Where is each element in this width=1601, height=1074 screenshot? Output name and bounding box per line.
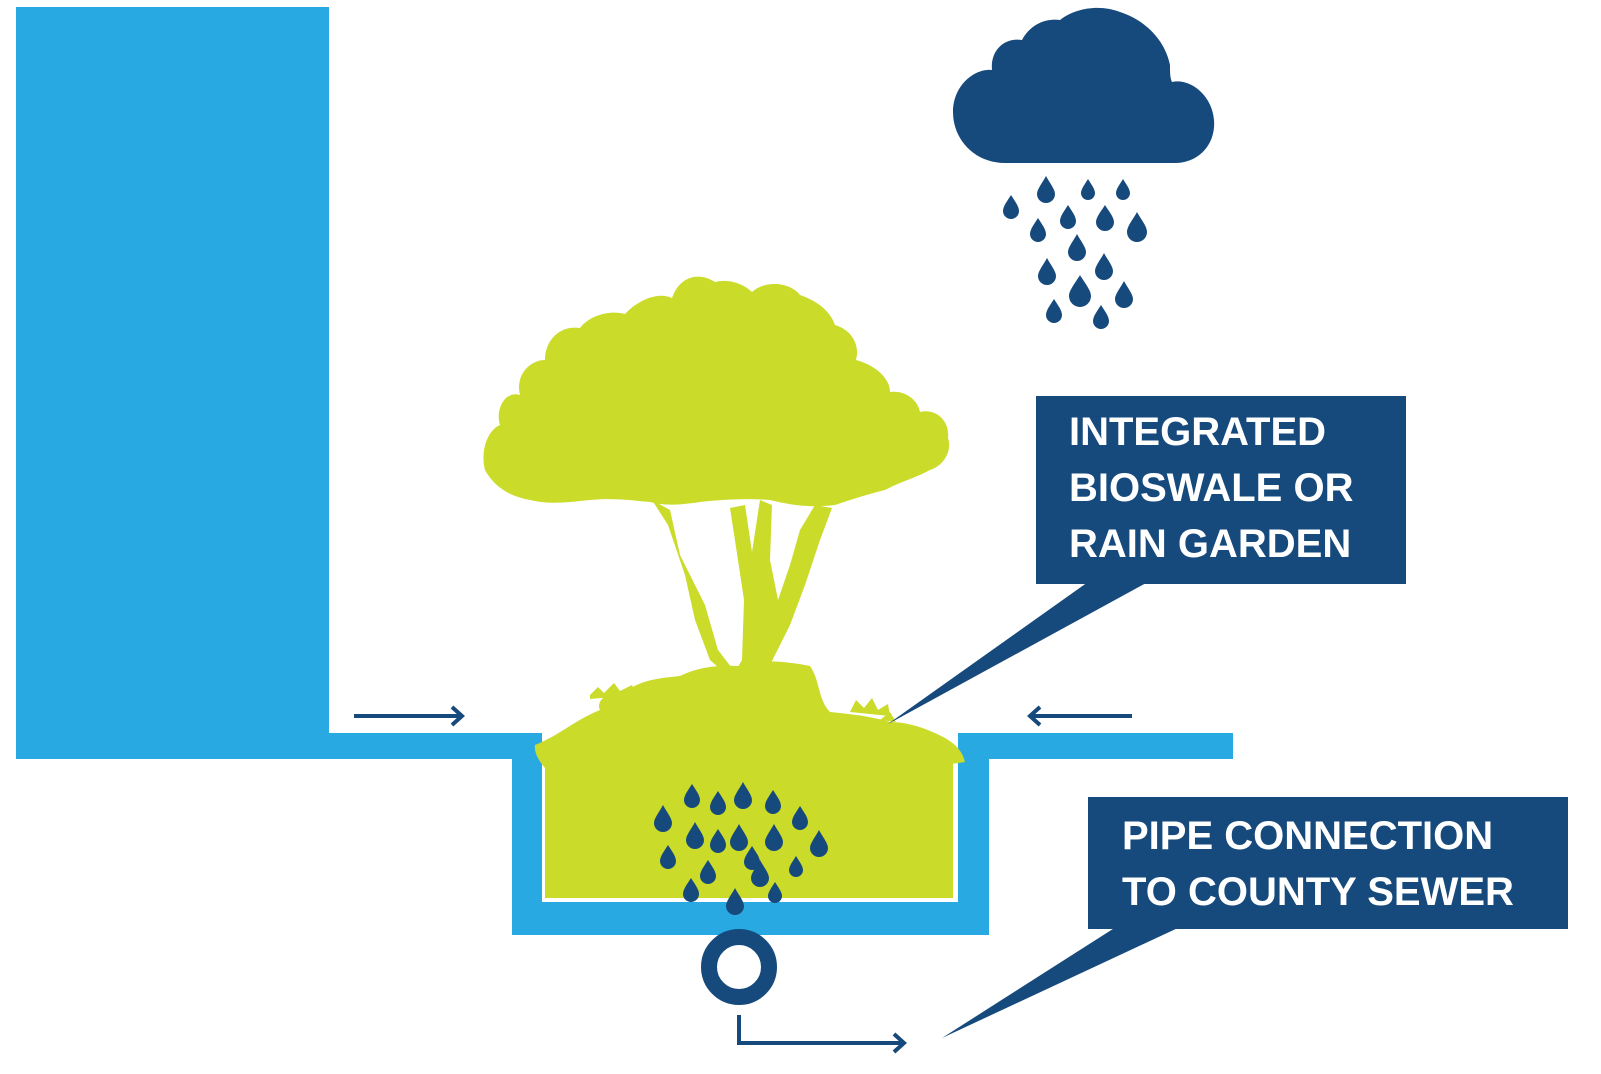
callout-bioswale-line-2: BIOSWALE OR [1069,466,1354,510]
callout-pipe-box [1088,797,1568,929]
tree-canopy [483,276,950,507]
ground-strip-left [16,733,512,759]
pipe-outflow-arrow [737,1015,907,1054]
svg-text:PIPE CONNECTION TO COUNT: PIPE CONNECTION TO COUNTY SEWER [1122,814,1514,914]
callout-bioswale-line-3: RAIN GARDEN [1069,522,1351,566]
callout-pipe-line-1: PIPE CONNECTION [1122,814,1493,858]
basin-floor [512,902,989,935]
vegetation-mound [534,661,965,769]
rain-drops-sky [1003,176,1147,329]
pipe-ring-icon [701,929,777,1005]
svg-text:INTEGRATED BIOSWALE OR: INTEGRATED BIOSWALE OR RAIN GARDEN [1069,410,1365,566]
callout-pipe-line-2: TO COUNTY SEWER [1122,870,1514,914]
ground-strip-right [989,733,1233,759]
tree-icon [483,276,950,678]
soil-fill [545,752,953,898]
rain-drops-soil [654,782,828,915]
flow-arrow-left [354,705,465,727]
basin-left-wall [512,733,542,935]
ground-structure [16,7,1233,935]
building-wall [16,7,329,759]
callout-bioswale-line-1: INTEGRATED [1069,410,1326,454]
flow-arrow-right [1027,705,1132,727]
callout-bioswale-box [1036,396,1406,584]
tree-trunk [652,500,832,678]
callout-pipe: PIPE CONNECTION TO COUNTY SEWER [942,797,1568,1038]
basin-right-wall [958,733,989,935]
callout-bioswale: INTEGRATED BIOSWALE OR RAIN GARDEN [888,396,1406,724]
cloud-shape [953,7,1215,164]
rain-cloud-icon [953,7,1215,329]
callout-bioswale-pointer [888,582,1148,724]
callout-pipe-pointer [942,927,1180,1038]
